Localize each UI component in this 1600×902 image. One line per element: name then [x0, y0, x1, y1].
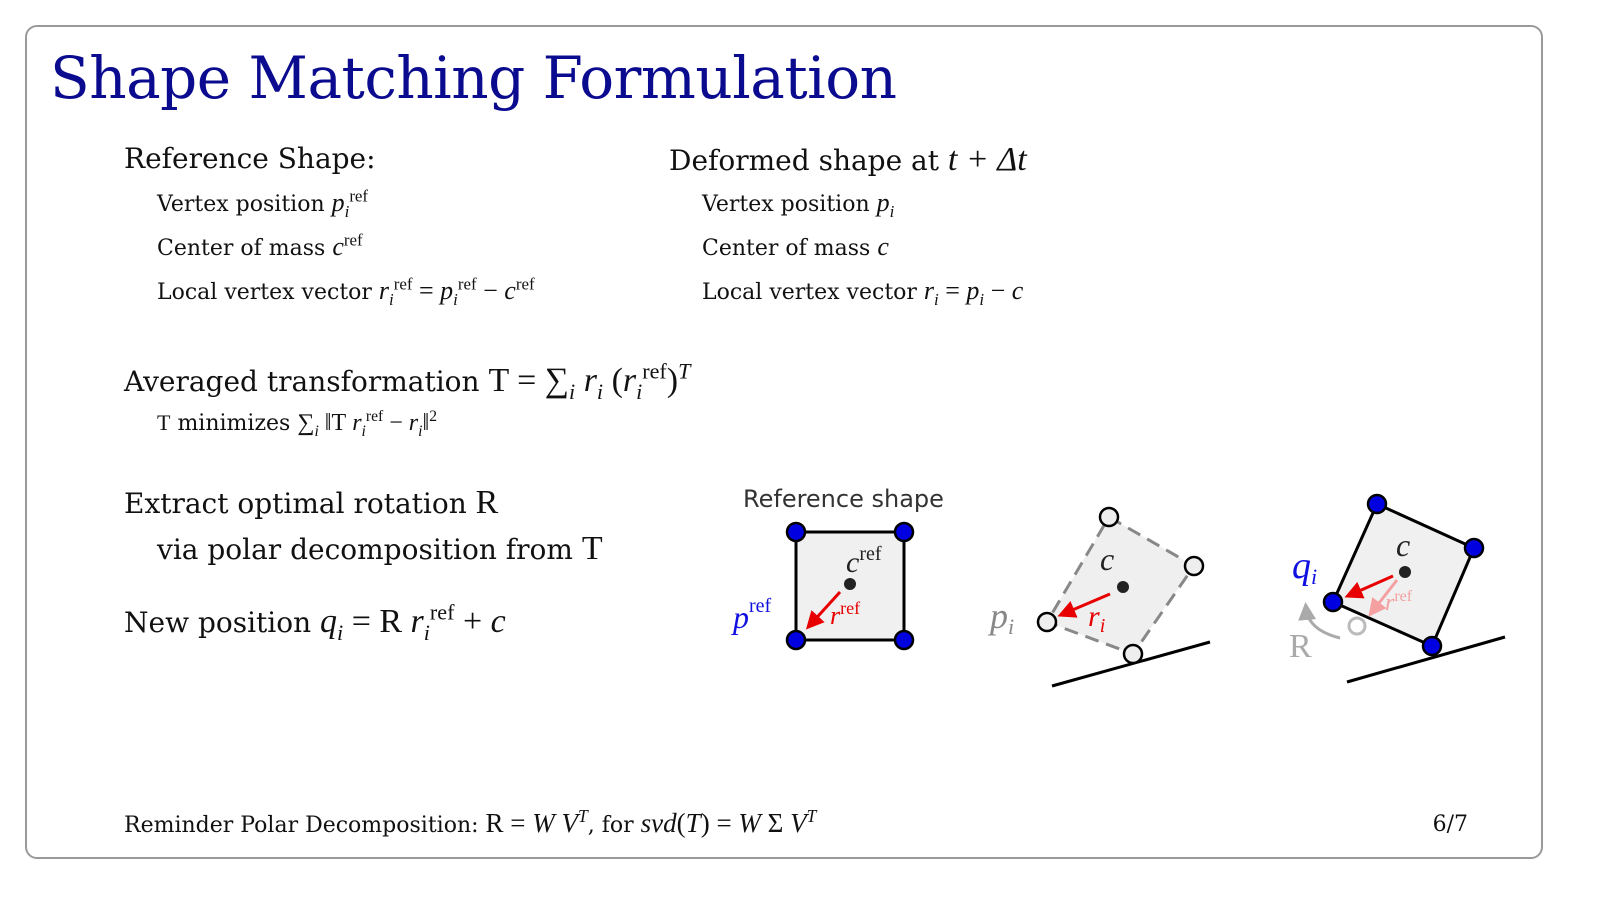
rotated-shape: c rref qi R — [1289, 493, 1506, 684]
slide-frame — [25, 25, 1543, 859]
ref-center-of-mass: Center of mass cref — [157, 230, 363, 261]
ref-vertex-position: Vertex position piref — [157, 186, 369, 222]
svg-text:pref: pref — [731, 595, 772, 635]
svg-text:pi: pi — [987, 596, 1014, 639]
svg-text:cref: cref — [846, 543, 882, 579]
new-position: New position qi = R riref + c — [124, 599, 506, 645]
svg-text:c: c — [1100, 541, 1114, 577]
reference-heading: Reference Shape: — [124, 142, 376, 175]
svg-text:R: R — [1289, 628, 1312, 665]
svg-text:ri: ri — [1088, 600, 1105, 637]
averaged-transformation: Averaged transformation T = ∑i ri (riref… — [124, 358, 691, 404]
deformed-heading: Deformed shape at t + Δt — [669, 141, 1027, 178]
def-center-of-mass: Center of mass c — [702, 232, 889, 261]
page-number: 6/7 — [1432, 812, 1468, 837]
polar-decomposition: via polar decomposition from T — [157, 530, 603, 567]
svg-text:rref: rref — [830, 598, 860, 630]
reference-shape-label: Reference shape — [743, 485, 944, 513]
def-local-vector: Local vertex vector ri = pi − c — [702, 276, 1024, 310]
svg-text:c: c — [1396, 527, 1410, 563]
ref-local-vector: Local vertex vector riref = piref − cref — [157, 274, 535, 310]
deformed-shape: c ri pi — [987, 506, 1211, 688]
slide-title: Shape Matching Formulation — [50, 44, 897, 112]
def-vertex-position: Vertex position pi — [702, 188, 895, 222]
reminder-polar: Reminder Polar Decomposition: R = W VT, … — [124, 806, 817, 838]
reference-square: cref rref pref — [731, 521, 915, 651]
svg-text:qi: qi — [1292, 545, 1317, 589]
minimizes-line: T minimizes ∑i ‖T riref − ri‖2 — [157, 408, 437, 440]
svg-text:rref: rref — [1385, 588, 1413, 616]
extract-rotation: Extract optimal rotation R — [124, 484, 499, 521]
